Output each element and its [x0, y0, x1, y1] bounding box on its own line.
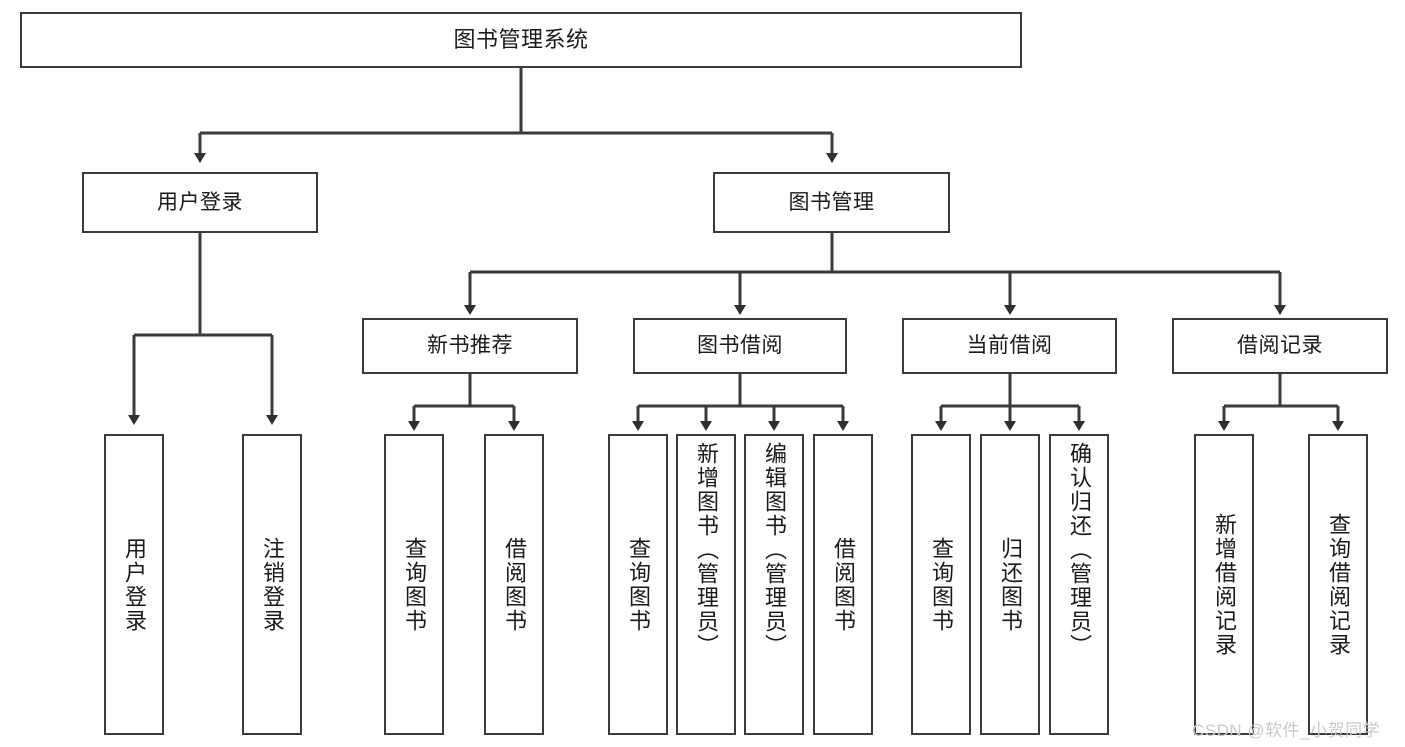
leaf-return-book[interactable]: 归还图书: [980, 434, 1040, 735]
node-label: 用户登录: [122, 536, 147, 633]
leaf-add-borrow-record[interactable]: 新增借阅记录: [1194, 434, 1254, 735]
node-label: 新增借阅记录: [1212, 512, 1237, 657]
leaf-query-book-borrow[interactable]: 查询图书: [608, 434, 668, 735]
node-label: 图书借阅: [697, 334, 783, 358]
node-label: 归还图书: [998, 536, 1023, 633]
node-label: 编辑图书（管理员）: [762, 442, 787, 658]
node-label: 确认归还（管理员）: [1067, 442, 1092, 658]
node-book-borrow[interactable]: 图书借阅: [633, 318, 847, 374]
leaf-user-login[interactable]: 用户登录: [104, 434, 164, 735]
node-label: 用户登录: [157, 190, 243, 214]
node-label: 查询图书: [626, 536, 651, 633]
leaf-edit-book-admin[interactable]: 编辑图书（管理员）: [744, 434, 804, 735]
node-label: 查询图书: [402, 536, 427, 633]
node-book-management[interactable]: 图书管理: [713, 172, 950, 233]
leaf-confirm-return-admin[interactable]: 确认归还（管理员）: [1049, 434, 1109, 735]
node-borrow-record[interactable]: 借阅记录: [1172, 318, 1388, 374]
node-label: 新书推荐: [427, 334, 513, 358]
node-user-login[interactable]: 用户登录: [82, 172, 318, 233]
leaf-query-book-newbook[interactable]: 查询图书: [384, 434, 444, 735]
node-label: 查询借阅记录: [1326, 512, 1351, 657]
node-label: 当前借阅: [966, 334, 1053, 358]
node-label: 注销登录: [260, 536, 285, 633]
node-label: 图书管理系统: [453, 26, 589, 52]
leaf-borrow-book[interactable]: 借阅图书: [813, 434, 873, 735]
csdn-watermark: CSDN @软件_小贺同学: [1192, 721, 1381, 740]
node-label: 借阅记录: [1237, 334, 1323, 358]
node-root-book-management-system[interactable]: 图书管理系统: [20, 12, 1022, 68]
node-label: 新增图书（管理员）: [694, 442, 719, 658]
node-label: 查询图书: [929, 536, 954, 633]
leaf-logout[interactable]: 注销登录: [242, 434, 302, 735]
node-current-borrow[interactable]: 当前借阅: [902, 318, 1117, 374]
leaf-borrow-book-newbook[interactable]: 借阅图书: [484, 434, 544, 735]
leaf-add-book-admin[interactable]: 新增图书（管理员）: [676, 434, 736, 735]
node-label: 图书管理: [788, 190, 875, 214]
leaf-query-borrow-record[interactable]: 查询借阅记录: [1308, 434, 1368, 735]
node-label: 借阅图书: [831, 536, 856, 633]
leaf-query-book-current[interactable]: 查询图书: [911, 434, 971, 735]
node-new-book-recommend[interactable]: 新书推荐: [362, 318, 578, 374]
node-label: 借阅图书: [502, 536, 527, 633]
